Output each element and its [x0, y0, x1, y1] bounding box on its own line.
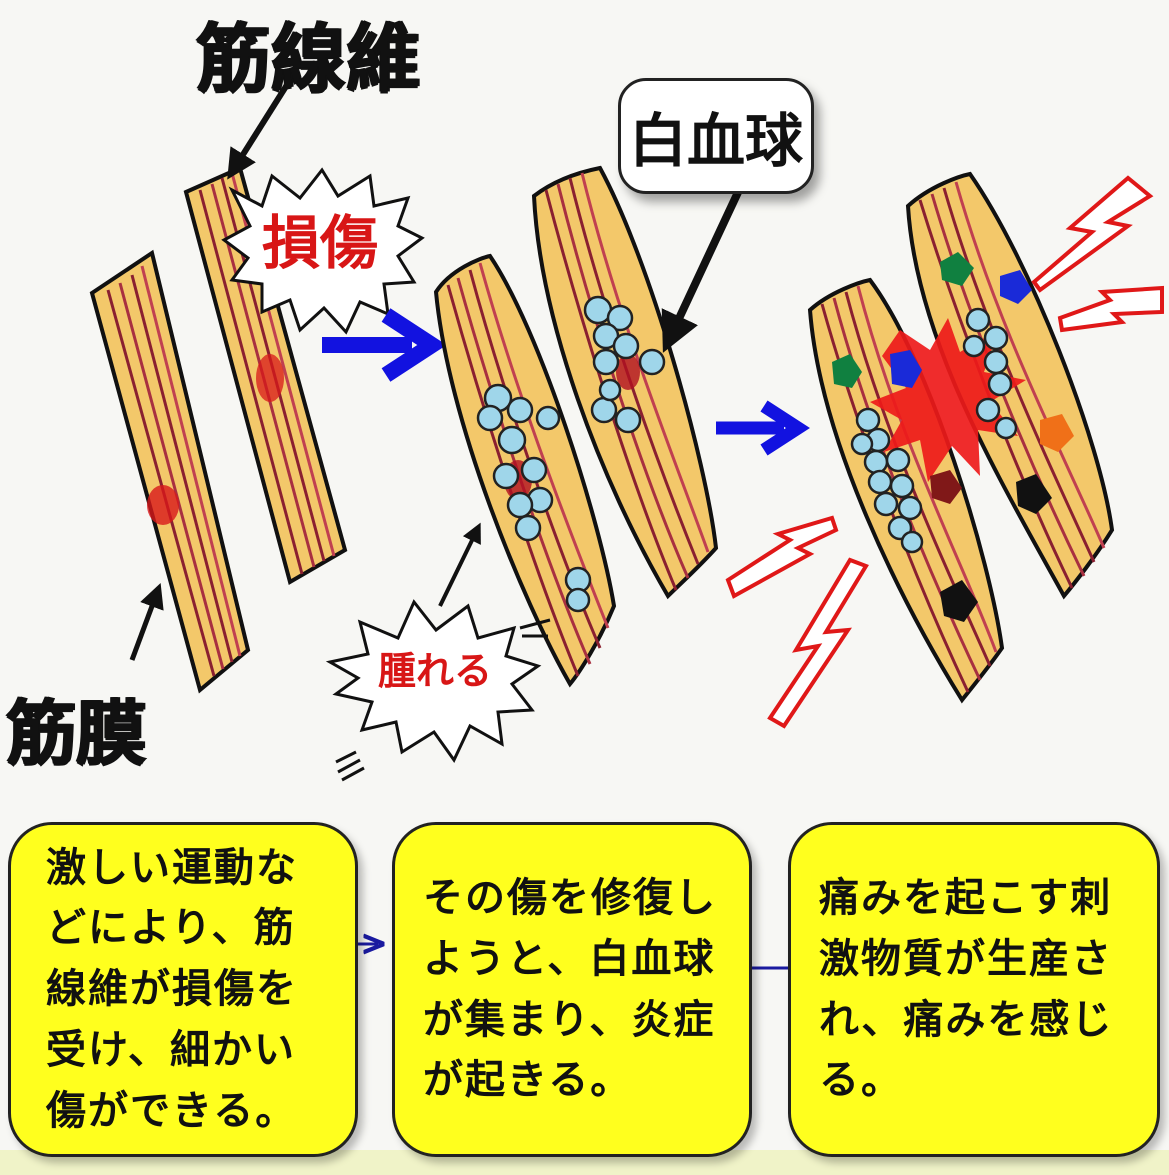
flow-arrow-2 — [716, 400, 810, 456]
step-text-3: 痛みを起こす刺激物質が生産され、痛みを感じる。 — [819, 874, 1114, 1104]
white-blood-cells-stage2 — [476, 295, 666, 613]
swelling-starburst — [325, 599, 542, 763]
step-box-3: 痛みを起こす刺激物質が生産され、痛みを感じる。 — [788, 822, 1160, 1157]
swelling-motion-lines — [335, 618, 551, 782]
pain-bolts — [725, 175, 1164, 729]
label-fascia: 筋膜 — [6, 692, 146, 774]
wbc-callout: 白血球 — [618, 78, 814, 194]
label-muscle-fiber: 筋線維 — [196, 16, 421, 102]
swelling-pointer-arrow — [438, 522, 481, 607]
white-blood-cells-stage3 — [850, 307, 1018, 554]
wbc-pointer-arrow — [661, 186, 744, 353]
fiber-pointer-arrow — [227, 78, 293, 180]
step-text-1: 激しい運動などにより、筋線維が損傷を受け、細かい傷ができる。 — [46, 844, 298, 1134]
label-swelling: 腫れる — [378, 649, 493, 693]
step-box-2: その傷を修復しようと、白血球が集まり、炎症が起きる。 — [392, 822, 752, 1157]
step-text-2: その傷を修復しようと、白血球が集まり、炎症が起きる。 — [423, 874, 717, 1104]
fiber-healthy-left — [89, 249, 251, 694]
damage-starburst — [221, 167, 425, 335]
label-white-blood-cell: 白血球 — [628, 107, 803, 175]
label-damage: 損傷 — [262, 209, 379, 277]
chemical-substances — [832, 252, 1074, 622]
step-box-1: 激しい運動などにより、筋線維が損傷を受け、細かい傷ができる。 — [8, 822, 358, 1157]
flow-arrow-1 — [322, 308, 447, 382]
fascia-pointer-arrow — [129, 582, 164, 661]
